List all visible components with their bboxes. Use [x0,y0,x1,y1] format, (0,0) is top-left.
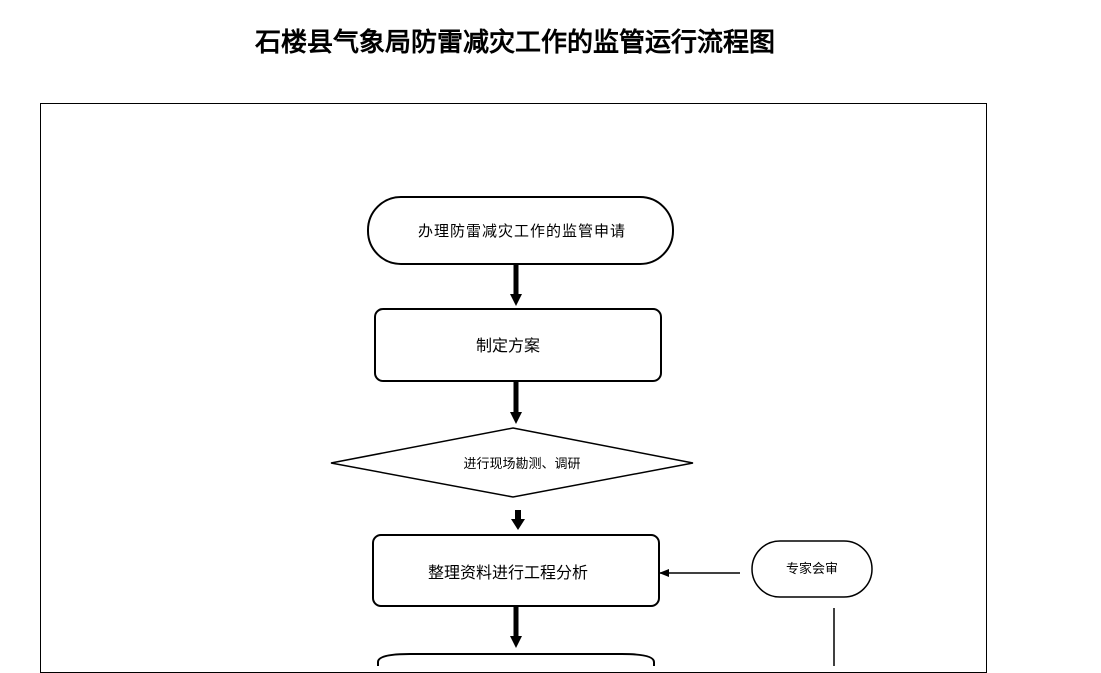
edge-survey-analysis [511,510,525,530]
node-apply-label: 办理防雷减灾工作的监管申请 [418,222,626,240]
edge-plan-survey [510,381,522,424]
node-analysis-label: 整理资料进行工程分析 [428,563,588,582]
edge-analysis-next [510,606,522,648]
node-next [377,653,655,666]
node-plan-label: 制定方案 [476,336,540,355]
node-survey: 进行现场勘测、调研 [330,427,694,498]
node-expert: 专家会审 [751,540,873,598]
node-analysis: 整理资料进行工程分析 [372,534,660,607]
node-expert-label: 专家会审 [786,561,838,577]
page-title: 石楼县气象局防雷减灾工作的监管运行流程图 [254,28,775,58]
node-apply: 办理防雷减灾工作的监管申请 [367,196,674,265]
edge-apply-plan [510,264,522,306]
node-plan: 制定方案 [374,308,662,382]
node-survey-label: 进行现场勘测、调研 [463,457,580,472]
